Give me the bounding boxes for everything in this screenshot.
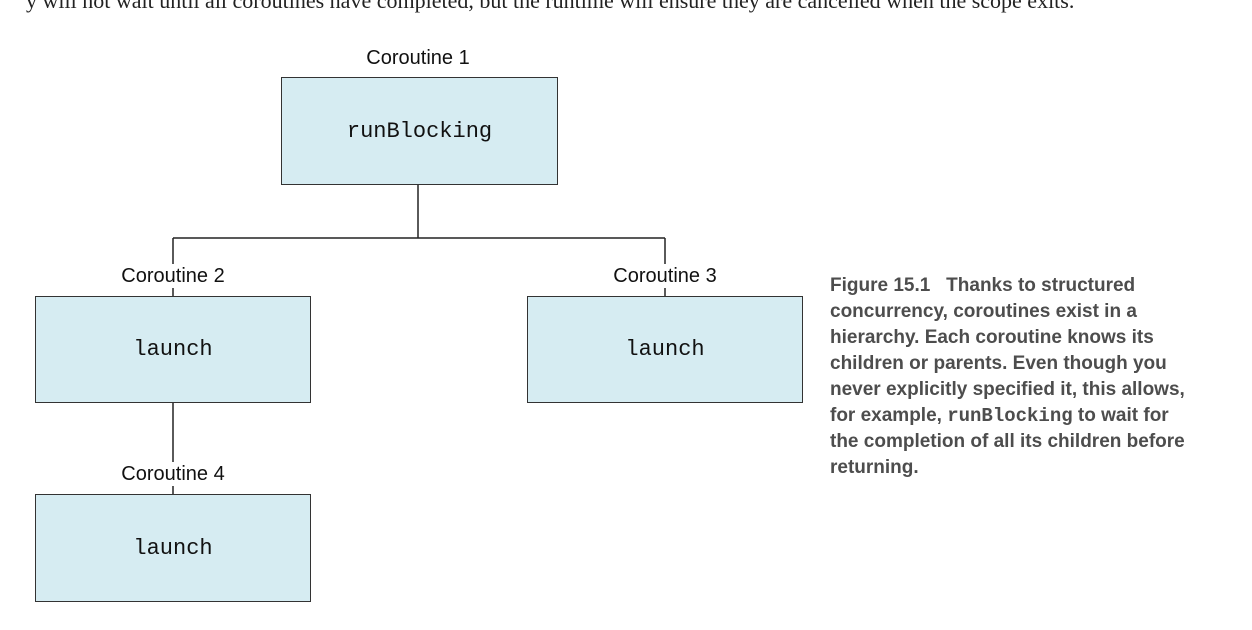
figure-caption: Figure 15.1 Thanks to structured concurr… bbox=[830, 273, 1190, 481]
coroutine-1-text: runBlocking bbox=[346, 118, 493, 144]
caption-code: runBlocking bbox=[947, 405, 1073, 427]
caption-text-part1: Thanks to structured concurrency, corout… bbox=[830, 275, 1185, 426]
coroutine-4-box: launch bbox=[35, 494, 311, 602]
coroutine-3-text: launch bbox=[625, 337, 705, 362]
coroutine-2-text: launch bbox=[133, 337, 213, 362]
coroutine-1-box: runBlocking bbox=[281, 77, 558, 185]
coroutine-4-label: Coroutine 4 bbox=[121, 463, 225, 485]
coroutine-1-label: Coroutine 1 bbox=[366, 47, 470, 69]
coroutine-2-box: launch bbox=[35, 296, 311, 403]
coroutine-4-text: launch bbox=[133, 535, 213, 561]
cut-off-top-text: y will not wait until all coroutines hav… bbox=[26, 0, 1075, 13]
coroutine-3-box: launch bbox=[527, 296, 803, 403]
coroutine-2-label: Coroutine 2 bbox=[121, 265, 225, 287]
figure-number: Figure 15.1 bbox=[830, 275, 931, 296]
coroutine-3-label: Coroutine 3 bbox=[613, 265, 717, 287]
caption-text-part2: to wait for the completion of all its ch… bbox=[830, 405, 1185, 478]
